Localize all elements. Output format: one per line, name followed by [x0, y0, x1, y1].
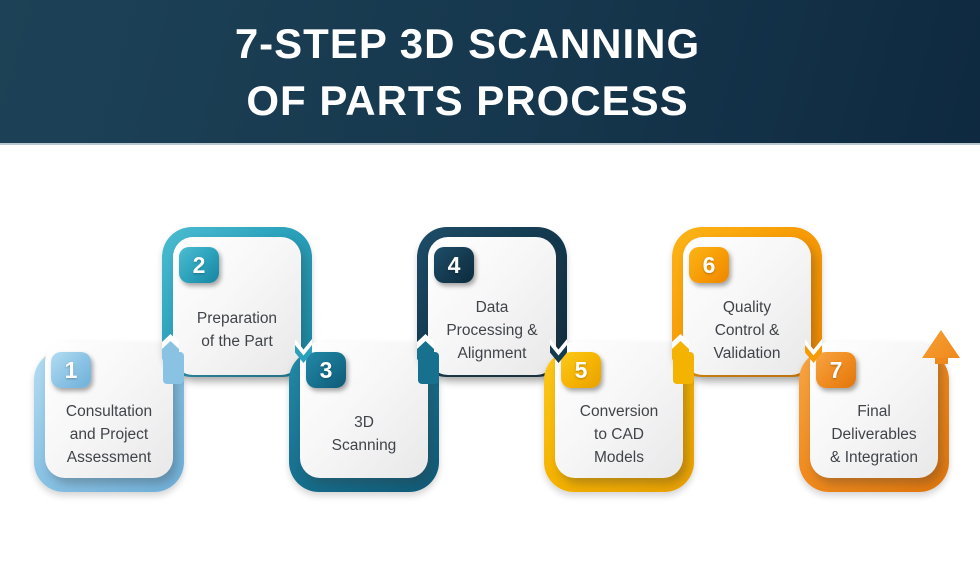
step-2-number-badge: 2	[179, 247, 219, 283]
flow-chevron-up-icon	[162, 341, 179, 360]
step-1-label: Consultation and Project Assessment	[65, 402, 153, 466]
step-7-number-badge: 7	[816, 352, 856, 388]
flow-band-connector	[163, 352, 184, 384]
step-5-number-badge: 5	[561, 352, 601, 388]
flow-band-connector	[418, 352, 439, 384]
step-4-number-badge: 4	[434, 247, 474, 283]
step-6-number-badge: 6	[689, 247, 729, 283]
step-3-label: 3D Scanning	[331, 414, 397, 454]
step-4-label: Data Processing & Alignment	[446, 298, 538, 362]
step-1-number-badge: 1	[51, 352, 91, 388]
header-title-line2: OF PARTS PROCESS	[246, 76, 689, 124]
step-6-label: Quality Control & Validation	[713, 298, 781, 362]
header-banner: 7-STEP 3D SCANNING OF PARTS PROCESS	[0, 0, 980, 145]
step-7-label: Final Deliverables & Integration	[830, 402, 918, 466]
step-5-label: Conversion to CAD Models	[579, 402, 659, 466]
flow-chevron-up-icon	[672, 341, 689, 360]
flow-band-connector	[673, 352, 694, 384]
header-title-line1: 7-STEP 3D SCANNING	[234, 19, 701, 67]
flow-chevron-up-icon	[417, 341, 434, 360]
step-3-number-badge: 3	[306, 352, 346, 388]
step-2-label: Preparation of the Part	[196, 310, 278, 350]
